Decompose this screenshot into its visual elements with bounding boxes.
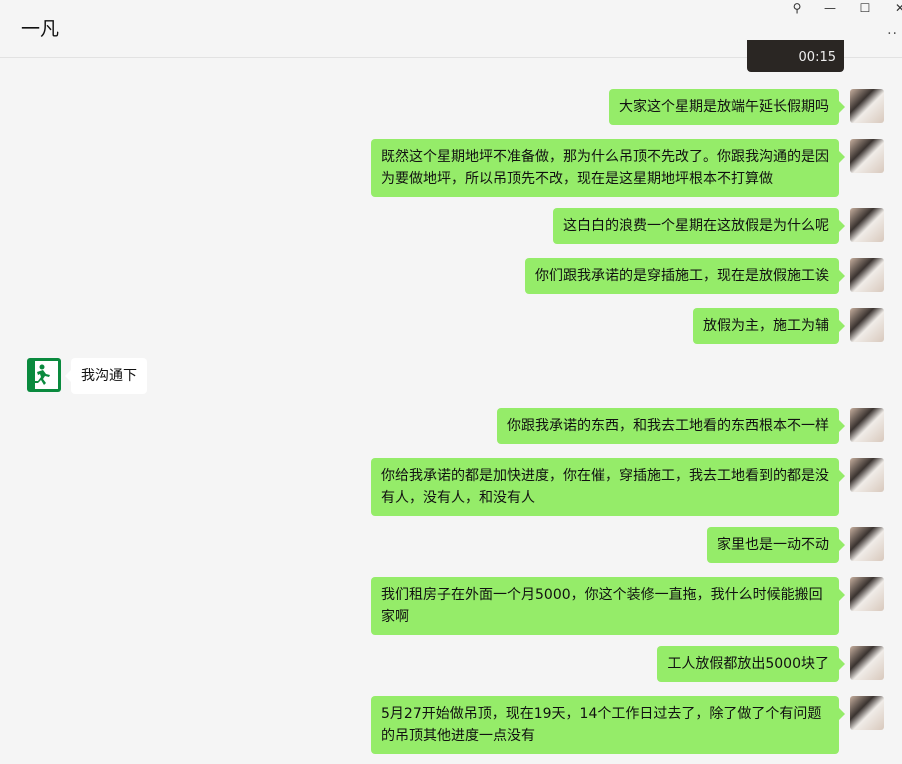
my-avatar[interactable]: [850, 258, 884, 292]
message-bubble[interactable]: 5月27开始做吊顶，现在19天，14个工作日过去了，除了做了个有问题的吊顶其他进…: [371, 696, 845, 754]
minimize-icon[interactable]: —: [824, 1, 836, 15]
message-bubble[interactable]: 我们租房子在外面一个月5000，你这个装修一直拖，我什么时候能搬回家啊: [371, 577, 845, 635]
chat-title: 一凡: [21, 18, 60, 40]
message-bubble[interactable]: 放假为主，施工为辅: [693, 308, 845, 344]
my-avatar[interactable]: [850, 139, 884, 173]
message-bubble[interactable]: 我沟通下: [65, 358, 147, 394]
my-avatar[interactable]: [850, 208, 884, 242]
video-message[interactable]: 00:15: [747, 40, 844, 72]
video-duration: 00:15: [798, 50, 836, 65]
message-bubble[interactable]: 你跟我承诺的东西，和我去工地看的东西根本不一样: [497, 408, 845, 444]
my-avatar[interactable]: [850, 308, 884, 342]
message-bubble[interactable]: 这白白的浪费一个星期在这放假是为什么呢: [553, 208, 845, 244]
pin-icon[interactable]: ⚲: [792, 1, 802, 15]
my-avatar[interactable]: [850, 458, 884, 492]
message-bubble[interactable]: 既然这个星期地坪不准备做，那为什么吊顶不先改了。你跟我沟通的是因为要做地坪，所以…: [371, 139, 845, 197]
maximize-icon[interactable]: ☐: [859, 1, 871, 15]
message-bubble[interactable]: 家里也是一动不动: [707, 527, 845, 563]
my-avatar[interactable]: [850, 89, 884, 123]
my-avatar[interactable]: [850, 527, 884, 561]
my-avatar[interactable]: [850, 577, 884, 611]
close-icon[interactable]: ✕: [894, 1, 902, 15]
message-bubble[interactable]: 你给我承诺的都是加快进度，你在催，穿插施工，我去工地看到的都是没有人，没有人，和…: [371, 458, 845, 516]
my-avatar[interactable]: [850, 646, 884, 680]
message-bubble[interactable]: 你们跟我承诺的是穿插施工，现在是放假施工诶: [525, 258, 845, 294]
chat-header: 一凡 ⚲ — ☐ ✕ ··: [0, 0, 902, 58]
contact-avatar[interactable]: [27, 358, 61, 392]
message-bubble[interactable]: 大家这个星期是放端午延长假期吗: [609, 89, 845, 125]
message-bubble[interactable]: 工人放假都放出5000块了: [657, 646, 845, 682]
my-avatar[interactable]: [850, 408, 884, 442]
my-avatar[interactable]: [850, 696, 884, 730]
more-options-button[interactable]: ··: [887, 26, 898, 42]
